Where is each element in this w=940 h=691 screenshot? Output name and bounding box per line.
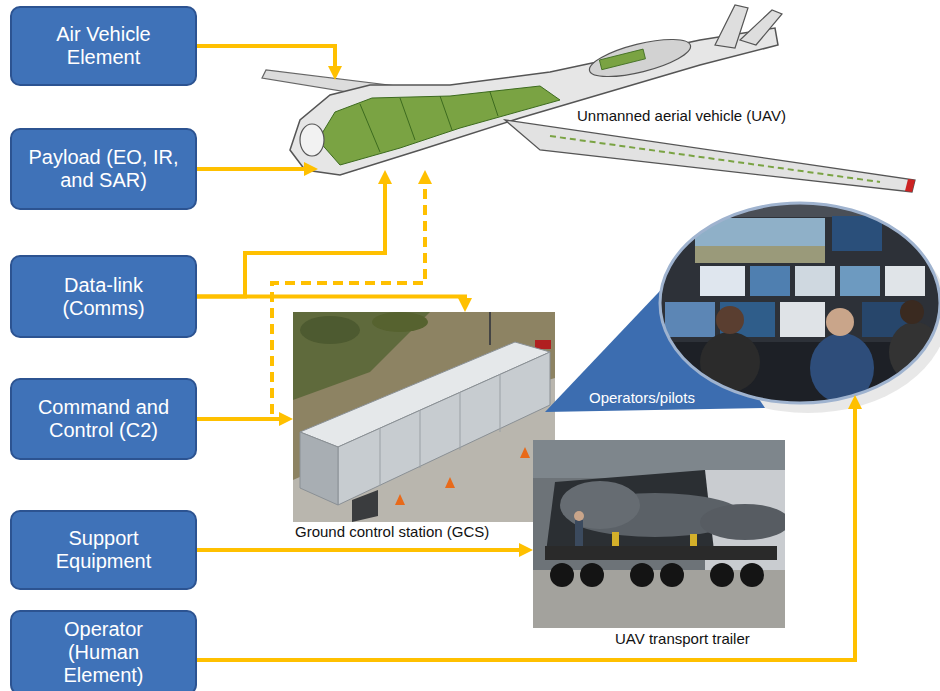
- box-label: Air Vehicle Element: [19, 23, 189, 69]
- arrow-connector: [197, 167, 304, 171]
- caption-holder: Unmanned aerial vehicle (UAV): [575, 107, 788, 125]
- dashed-connector: [197, 184, 425, 419]
- box-label: Data-link (Comms): [29, 274, 179, 320]
- arrow-connector: [197, 297, 465, 299]
- box-label: Operator (Human Element): [44, 618, 164, 687]
- gcs-photo: [293, 312, 555, 522]
- caption-holder: UAV transport trailer: [613, 630, 752, 648]
- arrow-connector: [197, 409, 855, 660]
- operators-figure: Operators/pilots: [660, 203, 940, 403]
- trailer-figure: UAV transport trailer: [533, 440, 785, 650]
- caption-holder: Ground control station (GCS): [293, 523, 491, 541]
- box-label: Payload (EO, IR, and SAR): [19, 146, 189, 192]
- component-box: Command and Control (C2): [10, 378, 197, 460]
- operators-callout: [545, 203, 940, 413]
- uav-illustration: [262, 5, 915, 192]
- arrow-connector: [197, 548, 519, 552]
- uav-figure: Unmanned aerial vehicle (UAV): [318, 80, 800, 170]
- component-box: Support Equipment: [10, 510, 197, 590]
- figure-caption: Unmanned aerial vehicle (UAV): [575, 107, 788, 124]
- figure-caption: UAV transport trailer: [613, 630, 752, 647]
- box-label: Support Equipment: [19, 527, 189, 573]
- trailer-photo: [533, 440, 785, 628]
- gcs-figure: Ground control station (GCS): [293, 312, 555, 541]
- arrow-connector: [197, 46, 335, 66]
- arrow-connector: [197, 184, 385, 297]
- component-box: Data-link (Comms): [10, 255, 197, 338]
- caption-holder: Operators/pilots: [587, 389, 697, 407]
- component-box: Air Vehicle Element: [10, 6, 197, 86]
- figure-caption: Ground control station (GCS): [293, 523, 491, 540]
- box-label: Command and Control (C2): [19, 396, 189, 442]
- component-box: Operator (Human Element): [10, 610, 197, 691]
- figure-caption: Operators/pilots: [587, 389, 697, 406]
- component-box: Payload (EO, IR, and SAR): [10, 128, 197, 210]
